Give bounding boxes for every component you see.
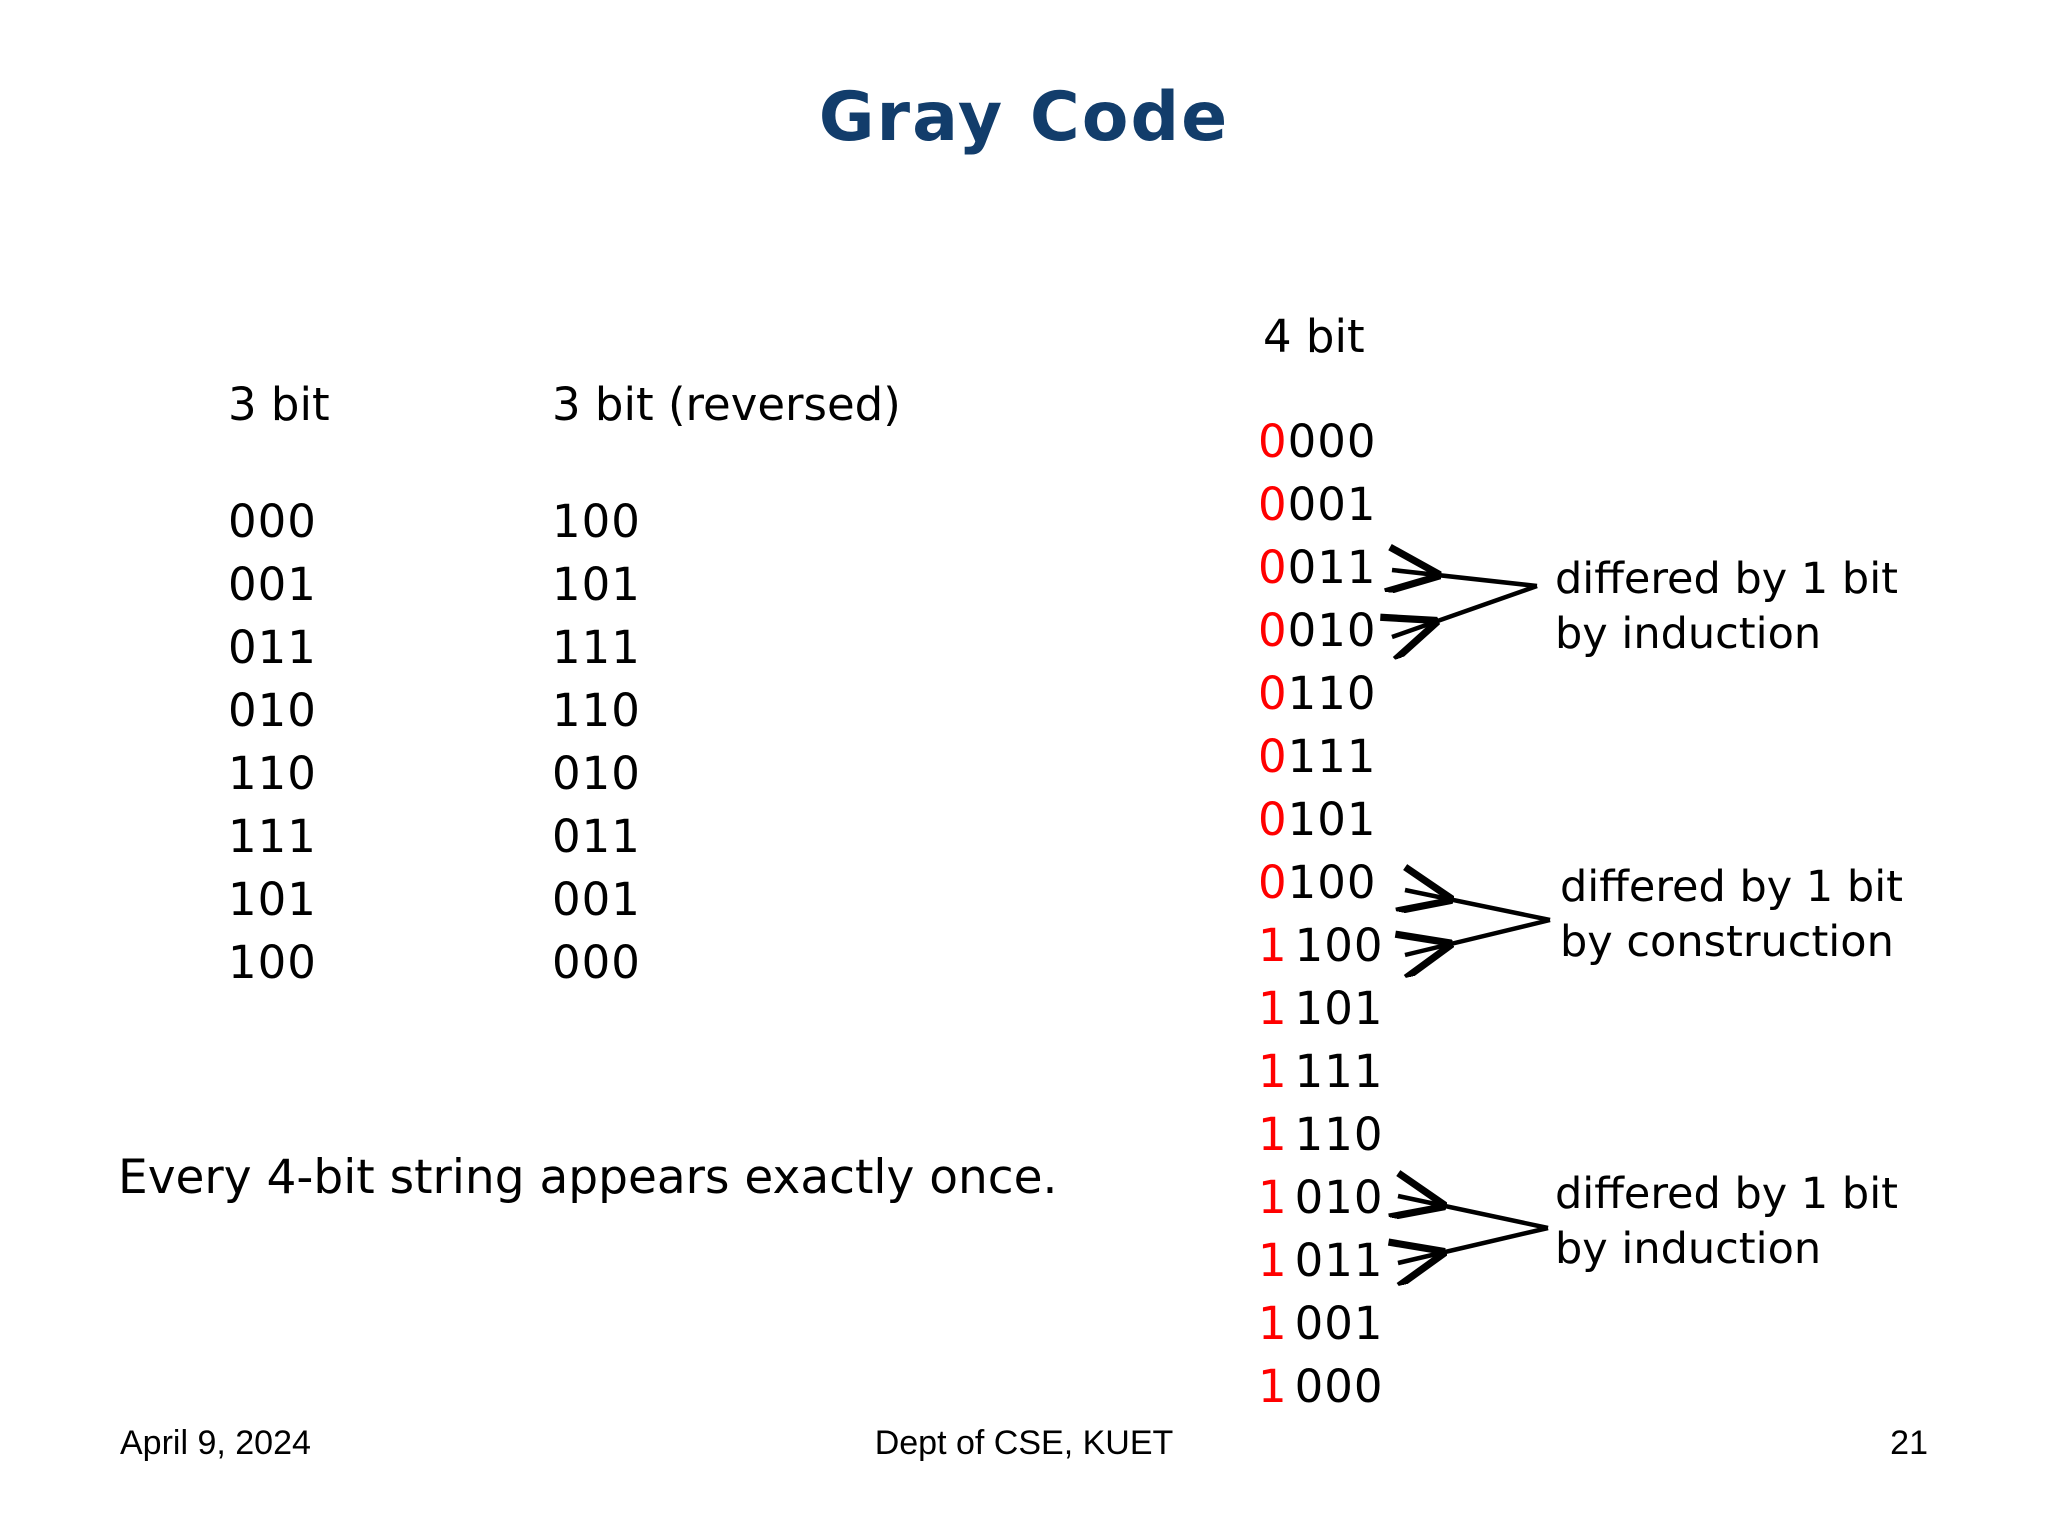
code-row-3bit: 010 (228, 684, 317, 737)
code-row-3bit: 100 (228, 936, 317, 989)
code-row-4bit: 0101 (1258, 788, 1384, 851)
code-suffix-bits: 101 (1287, 793, 1377, 846)
code-row-3bit-reversed: 011 (552, 810, 641, 863)
footer-organization: Dept of CSE, KUET (874, 1424, 1174, 1462)
code-list-3bit-reversed: 100 101 111 110 010 011 001 000 (552, 490, 641, 994)
annotation-line-2: by induction (1555, 609, 1822, 659)
code-row-3bit-reversed: 110 (552, 684, 641, 737)
code-list-3bit: 000 001 011 010 110 111 101 100 (228, 490, 317, 994)
column-header-4bit: 4 bit (1263, 310, 1365, 363)
code-prefix-bit: 1 (1258, 1045, 1288, 1098)
code-suffix-bits: 010 (1294, 1171, 1384, 1224)
summary-statement: Every 4-bit string appears exactly once. (118, 1150, 1058, 1205)
arrow-group-induction-top (1392, 570, 1538, 637)
code-suffix-bits: 001 (1294, 1297, 1384, 1350)
code-prefix-bit: 0 (1258, 604, 1288, 657)
code-row-4bit: 0110 (1258, 662, 1384, 725)
code-row-3bit: 011 (228, 621, 317, 674)
code-prefix-bit: 1 (1258, 1360, 1288, 1413)
code-suffix-bits: 000 (1294, 1360, 1384, 1413)
code-row-3bit-reversed: 000 (552, 936, 641, 989)
code-suffix-bits: 100 (1287, 856, 1377, 909)
code-prefix-bit: 0 (1258, 793, 1288, 846)
code-row-4bit: 0111 (1258, 725, 1384, 788)
code-prefix-bit: 0 (1258, 541, 1288, 594)
annotation-line-2: by construction (1560, 917, 1894, 967)
annotation-line-1: differed by 1 bit (1560, 862, 1904, 912)
annotation-line-1: differed by 1 bit (1555, 554, 1899, 604)
code-row-3bit-reversed: 010 (552, 747, 641, 800)
code-suffix-bits: 010 (1287, 604, 1377, 657)
code-row-3bit: 110 (228, 747, 317, 800)
code-row-3bit: 101 (228, 873, 317, 926)
code-suffix-bits: 110 (1294, 1108, 1384, 1161)
code-suffix-bits: 101 (1294, 982, 1384, 1035)
arrow-group-construction (1405, 890, 1551, 955)
code-suffix-bits: 011 (1287, 541, 1377, 594)
code-prefix-bit: 1 (1258, 1171, 1288, 1224)
annotation-induction-top: differed by 1 bit by induction (1555, 552, 1898, 662)
code-prefix-bit: 1 (1258, 919, 1288, 972)
code-suffix-bits: 111 (1294, 1045, 1384, 1098)
code-suffix-bits: 100 (1294, 919, 1384, 972)
annotation-line-1: differed by 1 bit (1555, 1169, 1899, 1219)
code-suffix-bits: 110 (1287, 667, 1377, 720)
annotation-construction: differed by 1 bit by construction (1560, 860, 1903, 970)
code-prefix-bit: 0 (1258, 856, 1288, 909)
footer-date: April 9, 2024 (120, 1424, 311, 1462)
code-row-3bit: 111 (228, 810, 317, 863)
code-row-4bit: 0100 (1258, 851, 1384, 914)
code-suffix-bits: 000 (1287, 415, 1377, 468)
annotation-line-2: by induction (1555, 1224, 1822, 1274)
code-prefix-bit: 1 (1258, 982, 1288, 1035)
annotation-induction-bottom: differed by 1 bit by induction (1555, 1167, 1898, 1277)
code-row-3bit: 000 (228, 495, 317, 548)
arrow-group-induction-bottom (1398, 1196, 1549, 1263)
code-suffix-bits: 011 (1294, 1234, 1384, 1287)
code-row-4bit: 0010 (1258, 599, 1384, 662)
page-title: Gray Code (818, 78, 1230, 157)
code-row-3bit-reversed: 001 (552, 873, 641, 926)
column-header-3bit-reversed: 3 bit (reversed) (552, 378, 901, 431)
code-suffix-bits: 001 (1287, 478, 1377, 531)
code-prefix-bit: 0 (1258, 667, 1288, 720)
code-row-4bit: 0000 (1258, 410, 1384, 473)
code-row-3bit-reversed: 101 (552, 558, 641, 611)
code-prefix-bit: 0 (1258, 730, 1288, 783)
code-prefix-bit: 1 (1258, 1108, 1288, 1161)
code-prefix-bit: 0 (1258, 415, 1288, 468)
column-header-3bit: 3 bit (228, 378, 330, 431)
footer-page-number: 21 (1890, 1424, 1928, 1462)
code-row-4bit: 0001 (1258, 473, 1384, 536)
code-prefix-bit: 1 (1258, 1297, 1288, 1350)
code-row-3bit: 001 (228, 558, 317, 611)
code-suffix-bits: 111 (1287, 730, 1377, 783)
code-row-3bit-reversed: 100 (552, 495, 641, 548)
code-row-4bit: 0011 (1258, 536, 1384, 599)
code-row-3bit-reversed: 111 (552, 621, 641, 674)
code-prefix-bit: 0 (1258, 478, 1288, 531)
code-prefix-bit: 1 (1258, 1234, 1288, 1287)
